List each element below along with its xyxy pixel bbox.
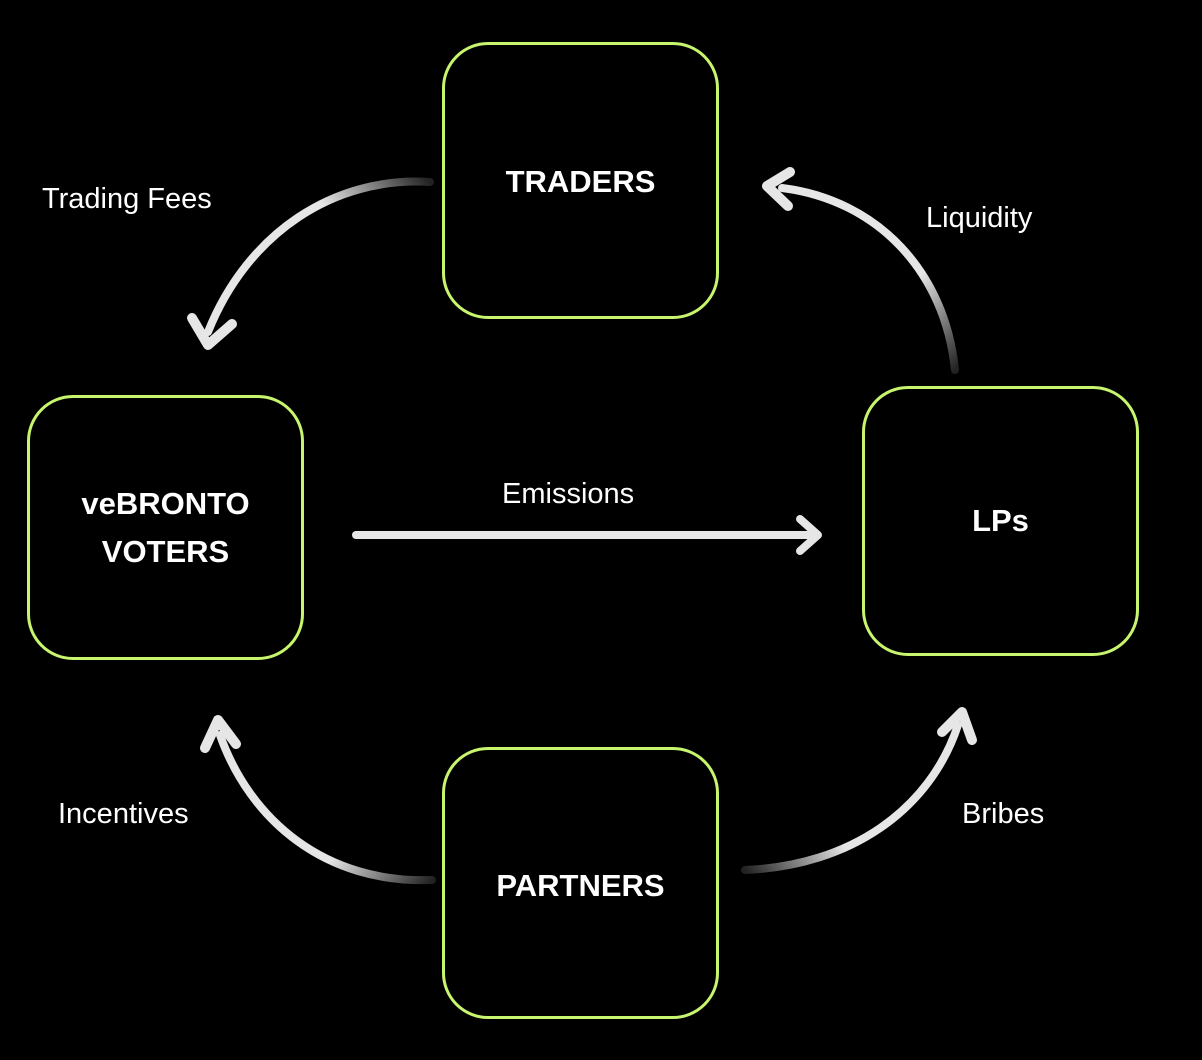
node-lps: LPs [862,386,1139,656]
arrow-trading-fees [187,177,434,350]
node-partners: PARTNERS [442,747,719,1019]
edge-label-incentives: Incentives [58,798,189,830]
node-vebronto-voters-label: veBRONTO VOTERS [81,486,250,569]
arrow-liquidity [762,167,959,374]
node-partners-label: PARTNERS [496,868,665,903]
edge-label-trading-fees: Trading Fees [42,183,212,215]
node-traders-label: TRADERS [505,164,656,199]
arrow-bribes [741,707,977,874]
edge-label-liquidity: Liquidity [926,202,1033,234]
node-vebronto-voters: veBRONTO VOTERS [27,395,304,660]
edge-label-emissions: Emissions [502,478,635,510]
edge-label-bribes: Bribes [962,798,1045,830]
arrow-incentives [200,715,436,885]
arrow-emissions [352,515,822,555]
node-traders: TRADERS [442,42,719,319]
node-lps-label: LPs [972,503,1029,539]
